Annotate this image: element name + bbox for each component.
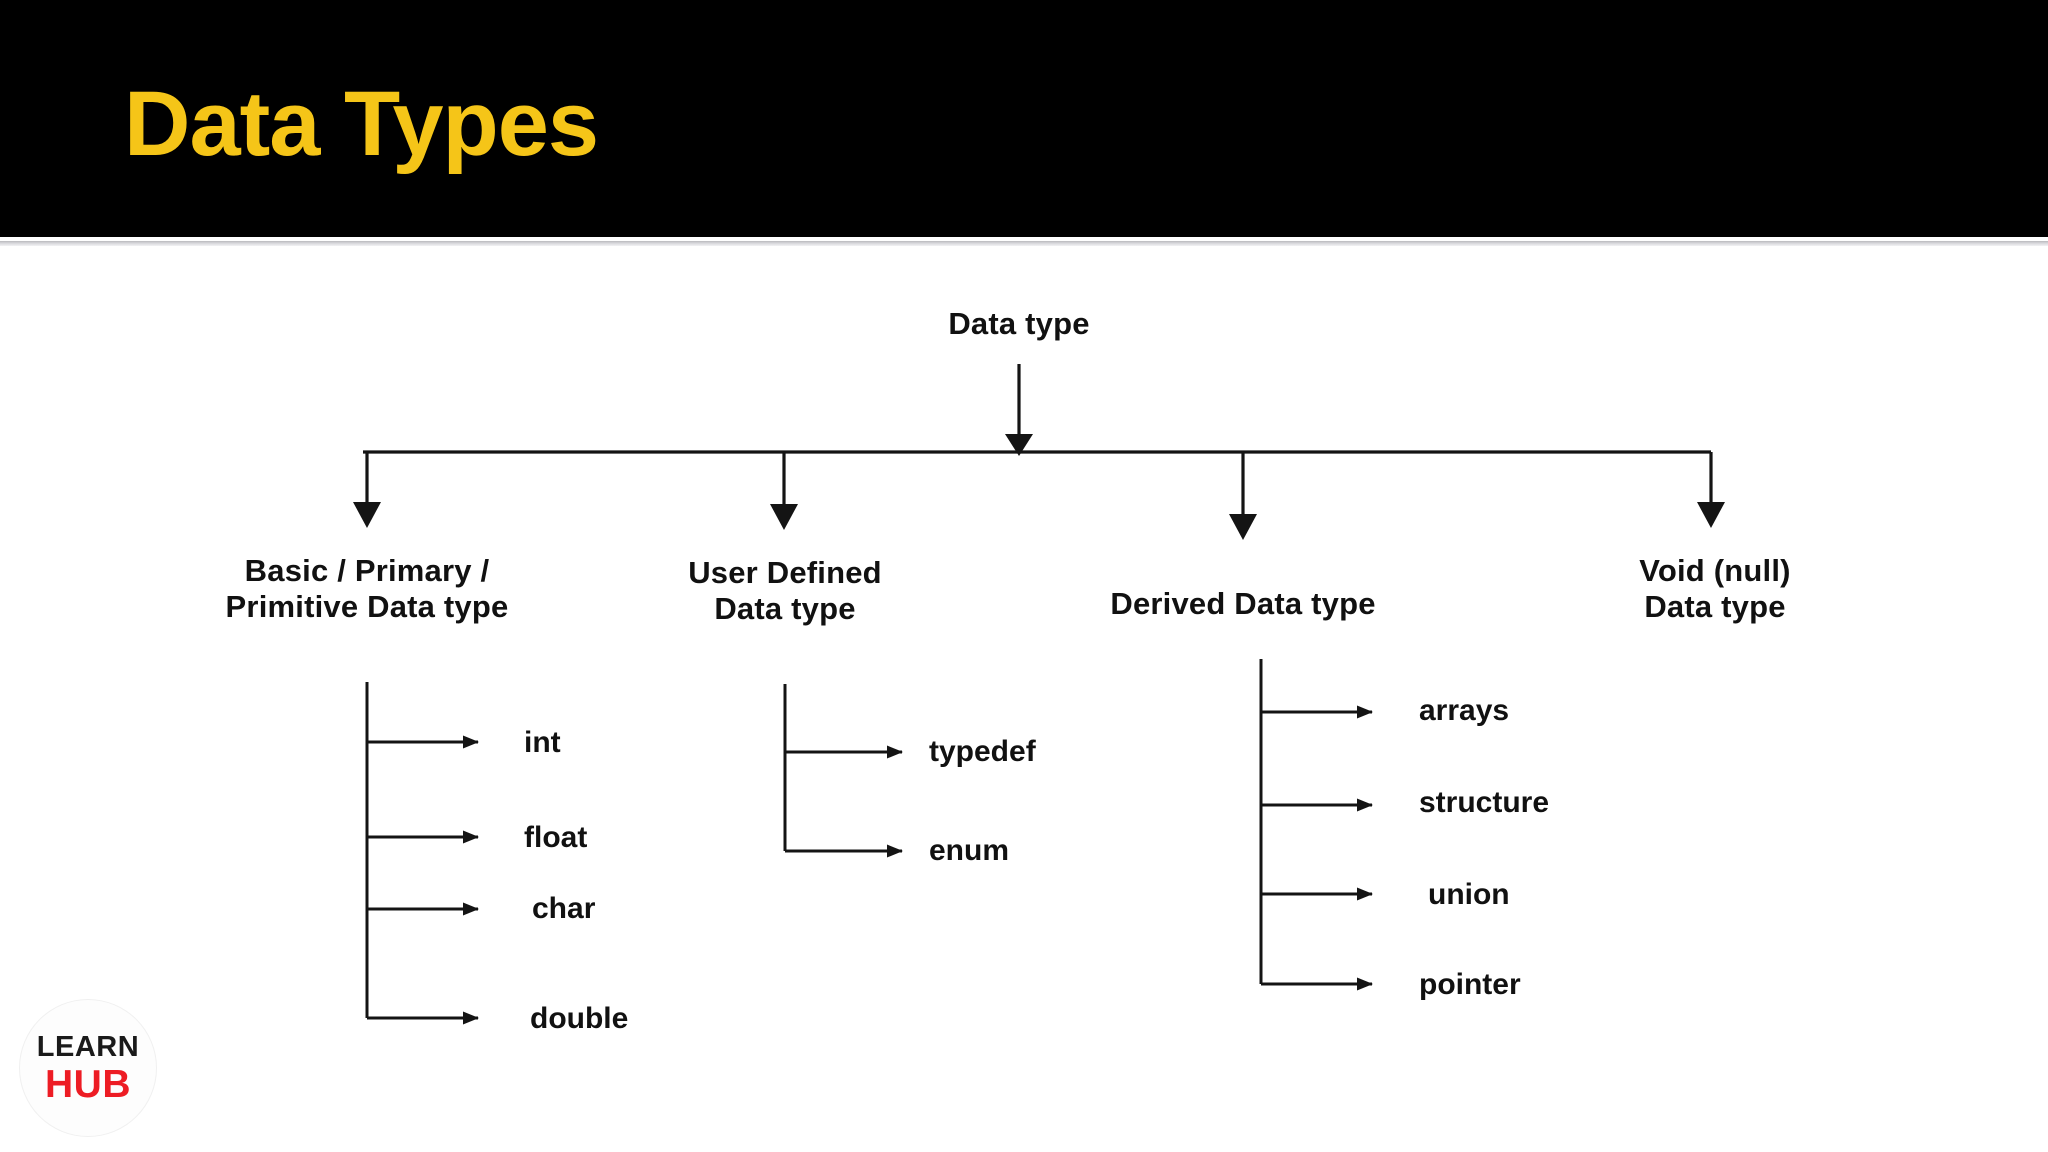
header-divider (0, 241, 2048, 246)
connector-drop-void (1697, 452, 1725, 528)
node-branch-basic[interactable]: Basic / Primary / Primitive Data type (225, 553, 509, 624)
leaf-structure[interactable]: structure (1419, 786, 1550, 819)
page-title: Data Types (124, 73, 599, 175)
connector-group-basic-children (365, 682, 479, 1025)
node-branch-user-defined[interactable]: User Defined Data type (688, 555, 882, 626)
leaf-double[interactable]: double (530, 1002, 629, 1035)
connector-drop-basic (353, 452, 381, 528)
leaf-int[interactable]: int (524, 726, 561, 759)
node-branch-derived[interactable]: Derived Data type (1110, 586, 1376, 621)
logo-learn-text: LEARN (36, 1030, 140, 1063)
tree-connectors (353, 364, 1725, 1025)
leaf-enum[interactable]: enum (929, 834, 1010, 867)
connector-drop-user-defined (770, 452, 798, 530)
connector-group-user-defined-children (783, 684, 903, 858)
leaf-union[interactable]: union (1428, 878, 1510, 911)
leaf-pointer[interactable]: pointer (1419, 968, 1521, 1001)
leaf-arrays[interactable]: arrays (1419, 694, 1510, 727)
leaf-char[interactable]: char (532, 892, 596, 925)
node-branch-void[interactable]: Void (null) Data type (1639, 553, 1791, 624)
learnhub-logo[interactable]: LEARN HUB (20, 1000, 156, 1136)
leaf-typedef[interactable]: typedef (929, 735, 1036, 768)
connector-group-derived-children (1259, 659, 1373, 991)
data-types-tree-diagram: Data type Basic / Primary / Primitive Da… (0, 246, 2048, 1152)
logo-hub-text: HUB (45, 1062, 131, 1106)
connector-drop-derived (1229, 452, 1257, 540)
connector-root-stem (1005, 364, 1033, 456)
leaf-float[interactable]: float (524, 821, 588, 854)
node-root-data-type[interactable]: Data type (948, 306, 1090, 341)
header-bar (0, 0, 2048, 237)
